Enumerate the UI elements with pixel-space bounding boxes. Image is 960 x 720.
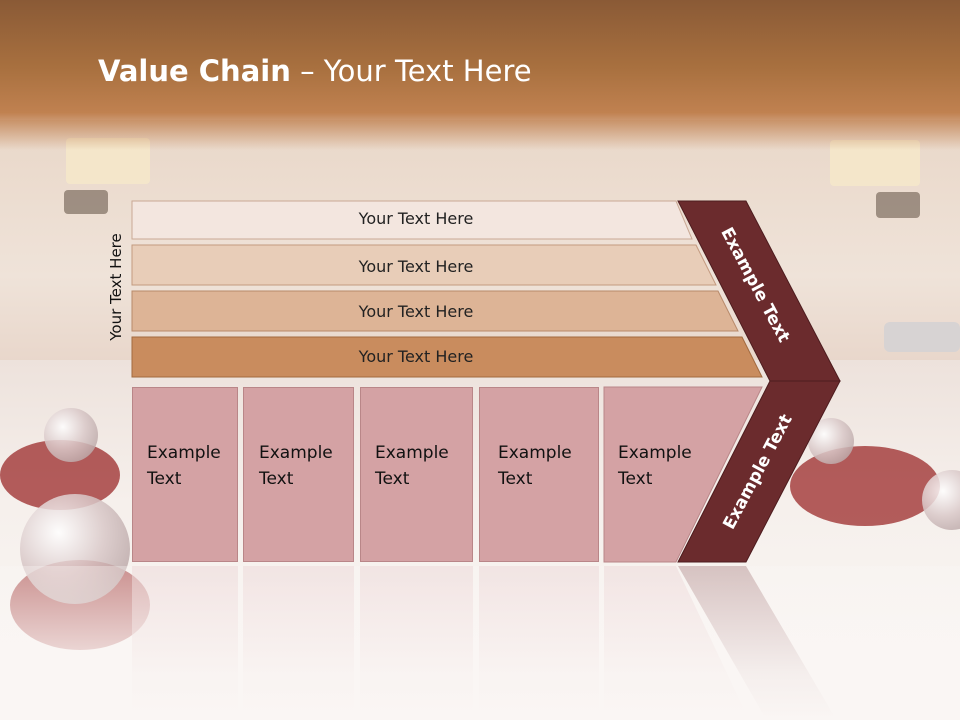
bar-1-shape[interactable] bbox=[131, 200, 693, 240]
chevron-lower-shape[interactable] bbox=[677, 380, 841, 563]
bar-2-label: Your Text Here bbox=[358, 257, 474, 276]
bar-2-shape[interactable] bbox=[131, 244, 717, 286]
bar-1-label: Your Text Here bbox=[358, 209, 474, 228]
box-1[interactable] bbox=[132, 387, 238, 562]
bar-3-shape[interactable] bbox=[131, 290, 739, 332]
reflection-fade bbox=[0, 566, 960, 720]
red-bow-right bbox=[790, 446, 940, 526]
left-lamp-arm bbox=[64, 190, 108, 214]
box-3[interactable] bbox=[360, 387, 473, 562]
box-5-shape[interactable] bbox=[603, 386, 763, 563]
header-band bbox=[0, 0, 960, 150]
telephone bbox=[884, 322, 960, 352]
right-lamp-arm bbox=[876, 192, 920, 218]
bar-4-label: Your Text Here bbox=[358, 347, 474, 366]
ornament-ball-1 bbox=[44, 408, 98, 462]
slide-title: Value Chain – Your Text Here bbox=[98, 54, 532, 88]
box-2[interactable] bbox=[243, 387, 354, 562]
box-4[interactable] bbox=[479, 387, 599, 562]
title-rest: – Your Text Here bbox=[290, 54, 532, 88]
bar-4-shape[interactable] bbox=[131, 336, 763, 378]
title-bold: Value Chain bbox=[98, 54, 291, 88]
bar-3-label: Your Text Here bbox=[358, 302, 474, 321]
